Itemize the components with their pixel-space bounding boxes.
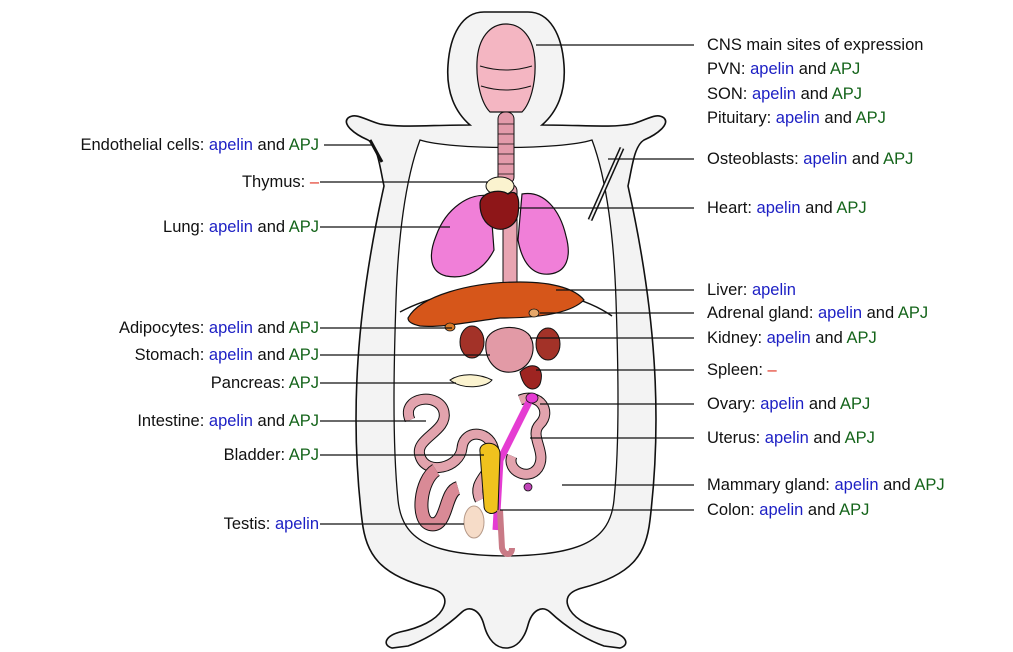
label-osteoblasts: Osteoblasts: apelin and APJ	[707, 149, 913, 169]
label-spleen: Spleen: –	[707, 360, 777, 380]
label-stomach: Stomach: apelin and APJ	[135, 345, 319, 365]
adipocytes	[445, 323, 455, 331]
adrenal-gland	[529, 309, 539, 317]
label-testis: Testis: apelin	[224, 514, 319, 534]
label-mammary-gland: Mammary gland: apelin and APJ	[707, 475, 945, 495]
label-lung: Lung: apelin and APJ	[163, 217, 319, 237]
label-colon: Colon: apelin and APJ	[707, 500, 869, 520]
trachea	[498, 112, 514, 184]
stomach	[486, 327, 533, 372]
label-heart: Heart: apelin and APJ	[707, 198, 867, 218]
label-adipocytes: Adipocytes: apelin and APJ	[119, 318, 319, 338]
label-ovary: Ovary: apelin and APJ	[707, 394, 870, 414]
label-pancreas: Pancreas: APJ	[211, 373, 319, 393]
label-kidney: Kidney: apelin and APJ	[707, 328, 877, 348]
mammary-gland	[524, 483, 532, 491]
label-uterus: Uterus: apelin and APJ	[707, 428, 875, 448]
label-adrenal-gland: Adrenal gland: apelin and APJ	[707, 303, 928, 323]
label-thymus: Thymus: –	[242, 172, 319, 192]
cns-title: CNS main sites of expression	[707, 35, 923, 55]
cns-row-pvn: PVN: apelin and APJ	[707, 59, 860, 79]
label-bladder: Bladder: APJ	[224, 445, 319, 465]
cns-row-pituitary: Pituitary: apelin and APJ	[707, 108, 886, 128]
label-liver: Liver: apelin	[707, 280, 796, 300]
cns-row-son: SON: apelin and APJ	[707, 84, 862, 104]
kidney-left	[460, 326, 484, 358]
label-endothelial-cells: Endothelial cells: apelin and APJ	[80, 135, 319, 155]
kidney-right	[536, 328, 560, 360]
testis	[464, 506, 484, 538]
label-intestine: Intestine: apelin and APJ	[137, 411, 319, 431]
ovary	[526, 393, 538, 403]
